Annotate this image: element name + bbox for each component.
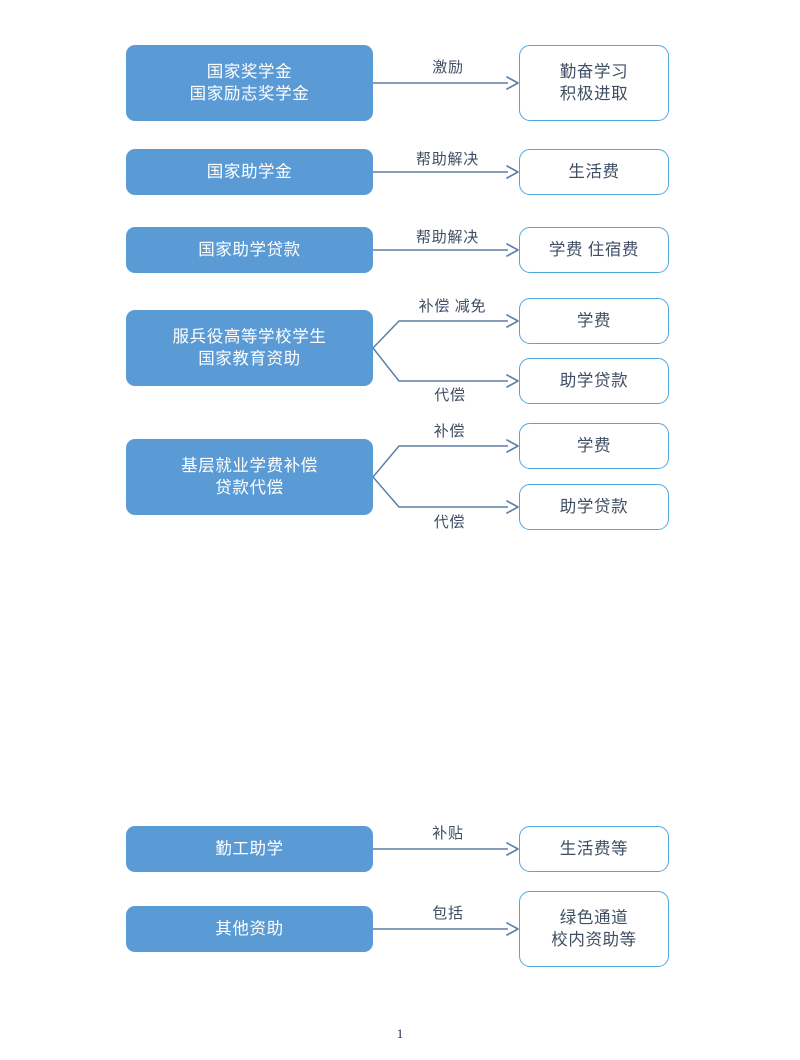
node-national-grant[interactable]: 国家助学金: [126, 149, 373, 195]
node-student-loan-grassroots[interactable]: 助学贷款: [519, 484, 669, 530]
node-living-expenses[interactable]: 生活费: [519, 149, 669, 195]
node-line-1: 生活费: [568, 162, 620, 182]
node-national-student-loan[interactable]: 国家助学贷款: [126, 227, 373, 273]
page-number: 1: [396, 1026, 404, 1041]
node-line-2: 贷款代偿: [215, 478, 284, 497]
edge-label-subsidy: 补贴: [432, 826, 464, 842]
edge-n4-t4: [372, 314, 519, 349]
node-military-service-aid[interactable]: 服兵役高等学校学生 国家教育资助: [126, 310, 373, 386]
node-line-1: 其他资助: [215, 919, 284, 939]
edge-label-incentive: 激励: [432, 60, 464, 76]
node-green-channel[interactable]: 绿色通道 校内资助等: [519, 891, 669, 967]
node-line-1: 生活费等: [559, 839, 629, 859]
node-work-study[interactable]: 勤工助学: [126, 826, 373, 872]
node-line-1: 学费: [576, 436, 612, 456]
node-tuition-military[interactable]: 学费: [519, 298, 669, 344]
node-study-diligently[interactable]: 勤奋学习 积极进取: [519, 45, 669, 121]
node-line-1: 绿色通道: [559, 908, 629, 928]
edge-n5-t7: [372, 476, 519, 514]
node-line-1: 国家奖学金: [206, 62, 293, 82]
edge-label-compensate-grassroots: 补偿: [433, 424, 466, 440]
node-line-1: 国家助学贷款: [198, 240, 301, 260]
node-living-expenses-etc[interactable]: 生活费等: [519, 826, 669, 872]
node-line-1: 助学贷款: [559, 371, 629, 391]
node-line-1: 勤工助学: [215, 839, 284, 859]
node-line-2: 校内资助等: [551, 930, 637, 949]
node-student-loan-military[interactable]: 助学贷款: [519, 358, 669, 404]
node-tuition-grassroots[interactable]: 学费: [519, 423, 669, 469]
edge-label-help-solve-grant: 帮助解决: [415, 152, 480, 168]
node-national-scholarship[interactable]: 国家奖学金 国家励志奖学金: [126, 45, 373, 121]
node-other-aid[interactable]: 其他资助: [126, 906, 373, 952]
node-grassroots-employment-compensation[interactable]: 基层就业学费补偿 贷款代偿: [126, 439, 373, 515]
edge-label-help-solve-loan: 帮助解决: [415, 230, 480, 246]
edge-label-repay-grassroots: 代偿: [433, 515, 466, 531]
node-line-1: 国家助学金: [206, 162, 293, 182]
node-line-2: 国家教育资助: [198, 349, 301, 368]
edge-n5-t6: [372, 439, 519, 478]
edge-label-repay-military: 代偿: [434, 388, 466, 404]
node-line-1: 勤奋学习: [559, 62, 629, 82]
node-line-1: 基层就业学费补偿: [181, 456, 318, 476]
node-line-2: 积极进取: [559, 84, 629, 103]
node-line-1: 学费 住宿费: [548, 240, 640, 260]
edge-n4-t5: [372, 347, 519, 388]
edge-label-includes: 包括: [432, 906, 464, 922]
node-line-2: 国家励志奖学金: [189, 84, 310, 103]
edge-label-compensate-reduce: 补偿 减免: [418, 299, 487, 315]
edge-n6-t8: [373, 842, 519, 856]
node-line-1: 服兵役高等学校学生: [172, 327, 327, 347]
node-line-1: 助学贷款: [559, 497, 629, 517]
node-line-1: 学费: [576, 311, 612, 331]
edge-n7-t9: [373, 922, 519, 936]
edge-n1-t1: [373, 76, 519, 90]
node-tuition-accommodation[interactable]: 学费 住宿费: [519, 227, 669, 273]
